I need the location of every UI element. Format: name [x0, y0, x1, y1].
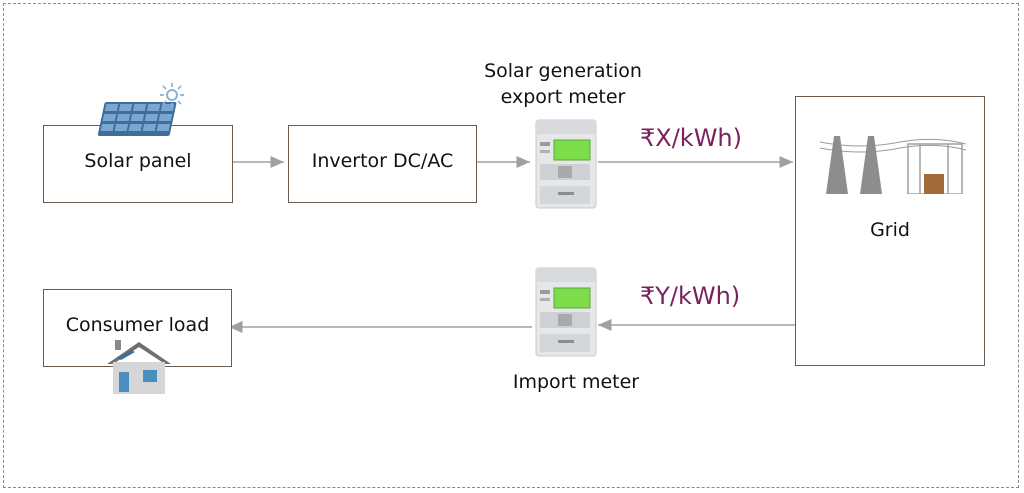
import-meter-label: Import meter: [512, 371, 640, 393]
consumer-load-box: [43, 289, 232, 367]
house-icon: [107, 340, 171, 394]
import-rate: ₹Y/kWh): [640, 282, 741, 310]
grid-label: Grid: [870, 219, 910, 241]
inverter-label: Invertor DC/AC: [311, 150, 454, 172]
consumer-load-label: Consumer load: [65, 314, 210, 336]
export-meter-label-line2: export meter: [500, 86, 626, 108]
inverter-box: [288, 125, 477, 203]
meter-icon: [535, 119, 597, 209]
diagram-frame: [3, 3, 1019, 488]
export-rate: ₹X/kWh): [640, 124, 742, 152]
sun-icon: [160, 83, 184, 107]
meter-icon: [535, 267, 597, 357]
solar-panel-icon: [97, 102, 177, 136]
transmission-tower-icon: [820, 136, 967, 194]
solar-panel-label: Solar panel: [84, 150, 192, 172]
solar-panel-box: [43, 125, 233, 203]
export-meter-label-line1: Solar generation: [484, 60, 642, 82]
